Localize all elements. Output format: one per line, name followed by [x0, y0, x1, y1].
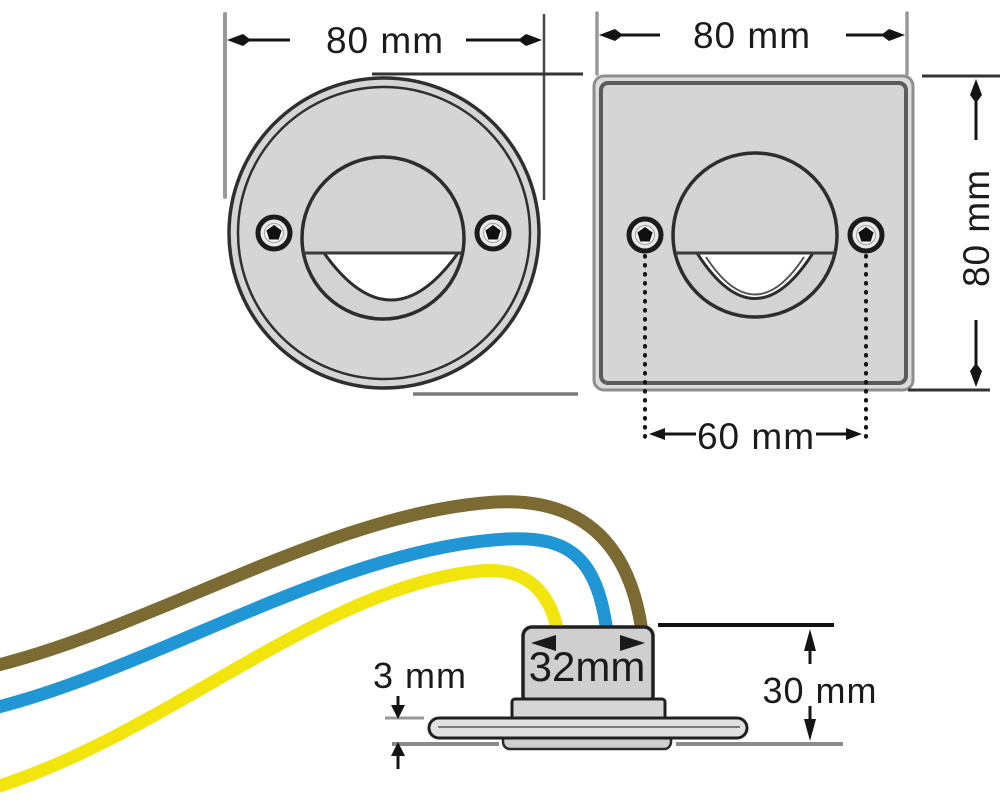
dim-arrow-down-icon — [970, 363, 982, 387]
round-width-label: 80 mm — [326, 20, 444, 61]
arrow-right-icon — [620, 635, 645, 651]
dim-arrow-right-icon — [846, 428, 862, 440]
dim-arrow-up-icon — [970, 79, 982, 103]
wires — [0, 495, 649, 793]
dimension-square-height: 80 mm — [908, 74, 1000, 392]
screw-icon — [258, 217, 290, 249]
round-plate-inner-ring — [236, 85, 532, 381]
flange-thickness-label: 3 mm — [373, 655, 467, 696]
round-faceplate-view — [227, 76, 541, 390]
square-window-inner-arc — [705, 256, 805, 296]
screw-icon — [850, 219, 882, 251]
square-width-label: 80 mm — [693, 15, 811, 56]
dim-arrow-left-icon — [227, 34, 251, 46]
dim-arrow-right-icon — [518, 34, 542, 46]
wire-blue — [0, 532, 614, 714]
wire-yellow — [0, 564, 565, 793]
wire-brown — [0, 495, 649, 672]
dimension-square-width: 80 mm — [595, 11, 909, 76]
dim-arrow-right-icon — [881, 29, 905, 41]
round-light-window — [322, 251, 460, 302]
dim-arrow-left-icon — [599, 29, 623, 41]
square-height-label: 80 mm — [956, 169, 997, 287]
side-view: 32mm 3 mm 30 mm — [373, 623, 877, 769]
housing-width-label: 32mm — [529, 643, 646, 690]
housing-depth-label: 30 mm — [762, 670, 877, 711]
depth-arrow-up-icon — [804, 629, 816, 651]
depth-arrow-down-icon — [804, 719, 816, 741]
screw-icon — [477, 217, 509, 249]
screw-spacing-label: 60 mm — [697, 416, 815, 457]
square-faceplate-view — [592, 74, 915, 442]
square-light-window — [695, 251, 815, 300]
dimension-round-width: 80 mm — [223, 12, 583, 396]
flange-arrow-up-icon — [391, 742, 405, 756]
screw-icon — [629, 219, 661, 251]
arrow-left-icon — [531, 635, 556, 651]
dimension-screw-spacing: 60 mm — [649, 416, 862, 457]
flange-arrow-down-icon — [391, 705, 405, 719]
dim-arrow-left-icon — [649, 428, 665, 440]
